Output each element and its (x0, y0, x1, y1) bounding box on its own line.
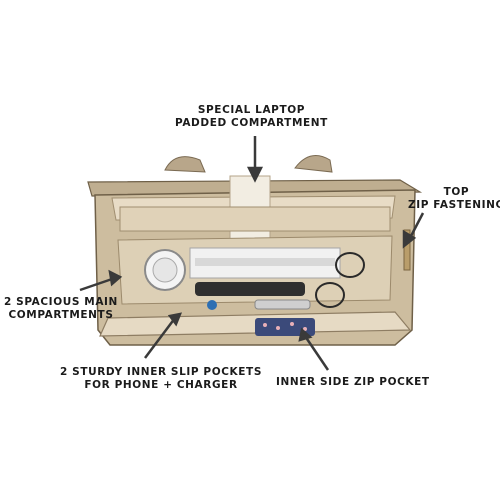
pouch-dot-1 (263, 323, 267, 327)
callout-slip-pockets: 2 STURDY INNER SLIP POCKETS FOR PHONE + … (60, 366, 262, 392)
callout-main-compartments-line2: COMPARTMENTS (8, 309, 114, 321)
slip-pockets-arrow (144, 317, 176, 359)
callout-laptop-line2: PADDED COMPARTMENT (175, 117, 328, 129)
slip-pockets-arrowhead (167, 312, 183, 327)
pouch-dot-3 (290, 322, 294, 326)
zip-pull (403, 229, 411, 271)
patterned-pouch (255, 318, 315, 336)
glasses-lens-1 (335, 252, 365, 278)
callout-side-zip: INNER SIDE ZIP POCKET (276, 376, 430, 389)
callout-slip-pockets-line2: FOR PHONE + CHARGER (84, 379, 238, 391)
pencil-case (195, 282, 305, 296)
blue-bottle (207, 300, 217, 310)
side-zip-arrow (303, 335, 330, 371)
pouch-dot-2 (276, 326, 280, 330)
callout-arrows (79, 136, 425, 371)
round-object-inner (152, 257, 178, 283)
main-compartments-arrowhead (108, 269, 123, 287)
padded-divider (119, 206, 391, 232)
glasses-lens-2 (315, 282, 345, 308)
callout-top-zip-line1: TOP (443, 186, 470, 198)
main-compartments-arrow (79, 276, 116, 292)
callout-main-compartments: 2 SPACIOUS MAIN COMPARTMENTS (4, 296, 118, 322)
side-zip-arrowhead (298, 327, 313, 342)
laptop-arrowhead (246, 166, 264, 183)
callout-laptop-line1: SPECIAL LAPTOP (197, 104, 306, 116)
callout-top-zip: TOP ZIP FASTENING (408, 186, 500, 212)
callout-main-compartments-line1: 2 SPACIOUS MAIN (4, 296, 118, 308)
left-handle (164, 156, 206, 173)
top-zip-arrowhead (402, 229, 417, 249)
phone-item (254, 299, 311, 310)
callout-laptop: SPECIAL LAPTOP PADDED COMPARTMENT (175, 104, 328, 130)
top-zip-arrow (408, 212, 425, 239)
callout-top-zip-line2: ZIP FASTENING (408, 199, 500, 211)
laptop-keyboard (195, 258, 335, 266)
pouch-dot-4 (303, 327, 307, 331)
callout-slip-pockets-line1: 2 STURDY INNER SLIP POCKETS (60, 366, 262, 378)
right-handle (294, 155, 333, 173)
callout-side-zip-line1: INNER SIDE ZIP POCKET (276, 376, 430, 388)
